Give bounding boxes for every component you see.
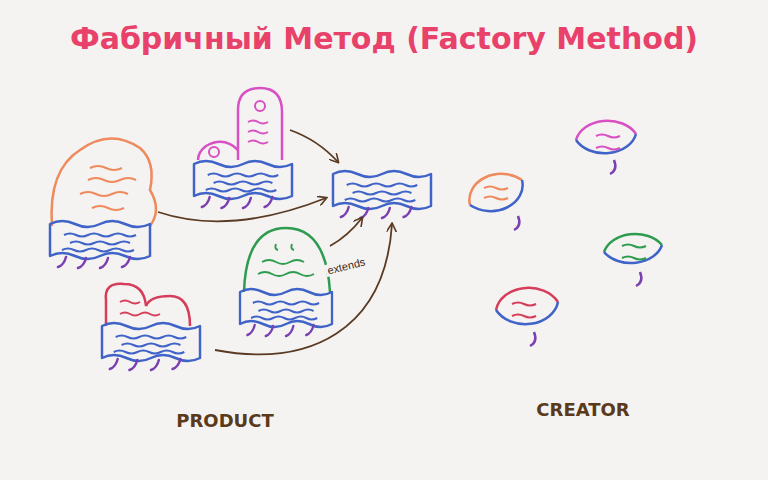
arrow-label: extends [324, 255, 368, 277]
diagram-title: Фабричный Метод (Factory Method) [70, 21, 698, 56]
group-label: CREATOR [536, 399, 629, 420]
group-label: PRODUCT [176, 410, 273, 431]
